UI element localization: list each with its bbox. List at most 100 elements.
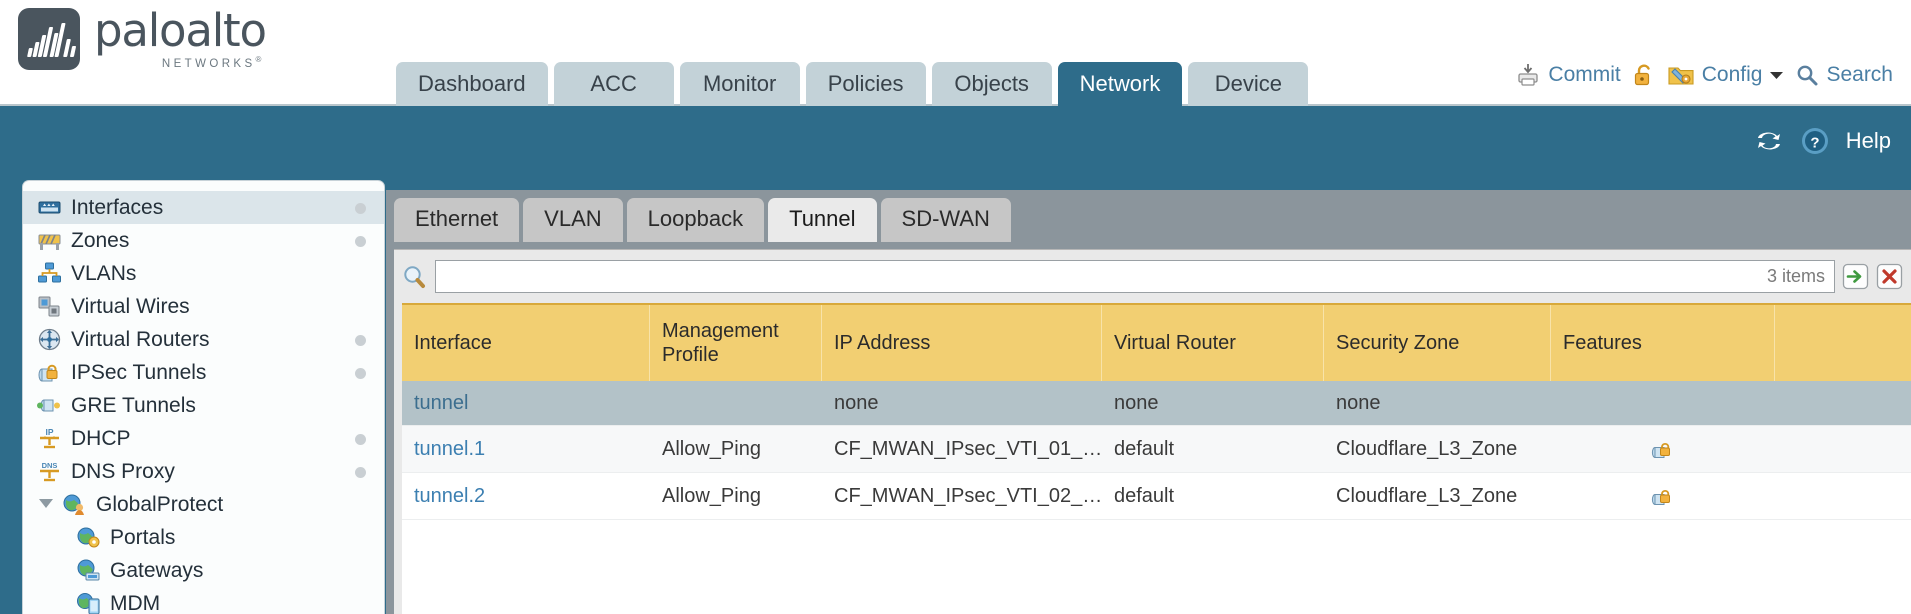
subtab-loopback[interactable]: Loopback xyxy=(626,198,765,242)
apply-filter-icon[interactable] xyxy=(1842,263,1869,290)
cell-interface[interactable]: tunnel.1 xyxy=(414,438,486,460)
status-dot xyxy=(355,467,366,478)
filter-row: 3 items xyxy=(394,250,1911,296)
cell-interface[interactable]: tunnel xyxy=(414,392,469,414)
commit-button[interactable]: Commit xyxy=(1515,62,1621,88)
sidebar-item-virtual-wires[interactable]: Virtual Wires xyxy=(23,290,384,323)
column-header[interactable]: Virtual Router xyxy=(1102,305,1324,381)
cell-virtual-router: default xyxy=(1114,485,1175,507)
clear-filter-icon[interactable] xyxy=(1876,263,1903,290)
brand-subname: NETWORKS® xyxy=(161,55,265,70)
sidebar-item-portals[interactable]: Portals xyxy=(23,521,384,554)
tab-objects[interactable]: Objects xyxy=(931,62,1052,108)
globalprotect-icon xyxy=(62,492,87,517)
svg-text:DNS: DNS xyxy=(42,461,58,470)
expand-caret-icon[interactable] xyxy=(39,499,53,508)
cell-virtual-router: none xyxy=(1114,392,1159,414)
sidebar-item-label: Portals xyxy=(110,525,176,549)
subtab-tunnel[interactable]: Tunnel xyxy=(768,198,877,242)
cell-management-profile: Allow_Ping xyxy=(662,485,761,507)
table-row[interactable]: tunnel.1 Allow_Ping CF_MWAN_IPsec_VTI_01_…… xyxy=(402,426,1911,473)
tab-policies[interactable]: Policies xyxy=(805,62,926,108)
tab-monitor[interactable]: Monitor xyxy=(679,62,800,108)
cell-security-zone: Cloudflare_L3_Zone xyxy=(1336,438,1518,460)
subtab-sdwan[interactable]: SD-WAN xyxy=(880,198,1011,242)
cell-interface[interactable]: tunnel.2 xyxy=(414,485,486,507)
subtab-vlan[interactable]: VLAN xyxy=(523,198,623,242)
cell-management-profile: Allow_Ping xyxy=(662,438,761,460)
vlans-icon xyxy=(37,261,62,286)
column-header[interactable]: Features xyxy=(1551,305,1775,381)
status-dot xyxy=(355,335,366,346)
help-label[interactable]: Help xyxy=(1845,128,1891,153)
column-header[interactable]: Security Zone xyxy=(1324,305,1551,381)
tab-dashboard[interactable]: Dashboard xyxy=(396,62,548,108)
virtual-wires-icon xyxy=(37,294,62,319)
sidebar-item-label: GlobalProtect xyxy=(96,492,224,516)
mdm-icon xyxy=(76,591,101,614)
help-icon[interactable]: ? xyxy=(1800,126,1830,156)
ipsec-tunnels-icon xyxy=(37,360,62,385)
items-count: 3 items xyxy=(1766,266,1825,286)
sidebar-item-label: GRE Tunnels xyxy=(71,393,196,417)
sidebar-item-label: Zones xyxy=(71,228,130,252)
cell-security-zone: Cloudflare_L3_Zone xyxy=(1336,485,1518,507)
cell-features xyxy=(1551,473,1775,519)
sidebar-item-virtual-routers[interactable]: Virtual Routers xyxy=(23,323,384,356)
brand-name: paloalto xyxy=(94,4,267,58)
brand-logo[interactable]: paloalto NETWORKS® xyxy=(18,4,267,70)
gateways-icon xyxy=(76,558,101,583)
tab-acc[interactable]: ACC xyxy=(553,62,674,108)
tab-device[interactable]: Device xyxy=(1188,62,1309,108)
sidebar-item-label: Virtual Routers xyxy=(71,327,210,351)
cell-spacer xyxy=(1775,426,1911,472)
subtab-ethernet[interactable]: Ethernet xyxy=(394,198,520,242)
status-dot xyxy=(355,203,366,214)
cell-management-profile xyxy=(650,381,822,425)
svg-text:IP: IP xyxy=(45,427,53,437)
search-button[interactable]: Search xyxy=(1795,63,1893,87)
sidebar-item-globalprotect[interactable]: GlobalProtect xyxy=(23,488,384,521)
ipsec-tunnel-icon xyxy=(1650,484,1676,508)
config-button[interactable]: Config xyxy=(1667,62,1785,88)
sidebar-item-vlans[interactable]: VLANs xyxy=(23,257,384,290)
dhcp-icon: IP xyxy=(37,426,62,451)
commit-label: Commit xyxy=(1548,63,1621,86)
cell-ip-address: CF_MWAN_IPsec_VTI_02_… xyxy=(834,485,1102,507)
portals-icon xyxy=(76,525,101,550)
sidebar-item-zones[interactable]: Zones xyxy=(23,224,384,257)
cell-ip-address: CF_MWAN_IPsec_VTI_01_… xyxy=(834,438,1102,460)
column-header[interactable]: Interface xyxy=(402,305,650,381)
table-row[interactable]: tunnel.2 Allow_Ping CF_MWAN_IPsec_VTI_02_…… xyxy=(402,473,1911,520)
column-header[interactable] xyxy=(1775,305,1911,381)
sidebar-item-mdm[interactable]: MDM xyxy=(23,587,384,614)
ipsec-tunnel-icon xyxy=(1650,437,1676,461)
search-icon[interactable] xyxy=(402,264,428,290)
search-label: Search xyxy=(1826,63,1893,86)
search-input[interactable]: 3 items xyxy=(435,260,1835,293)
sidebar-item-label: Interfaces xyxy=(71,195,164,219)
svg-text:?: ? xyxy=(1810,135,1819,152)
lock-icon[interactable] xyxy=(1632,62,1656,88)
refresh-icon[interactable] xyxy=(1754,128,1784,154)
search-icon xyxy=(1795,63,1819,87)
sidebar-item-ipsec-tunnels[interactable]: IPSec Tunnels xyxy=(23,356,384,389)
header-actions: Commit Config xyxy=(1515,62,1893,88)
column-header[interactable]: IP Address xyxy=(822,305,1102,381)
sidebar-item-interfaces[interactable]: Interfaces xyxy=(23,191,384,224)
sidebar-item-gateways[interactable]: Gateways xyxy=(23,554,384,587)
column-header[interactable]: Management Profile xyxy=(650,305,822,381)
commit-icon xyxy=(1515,62,1541,88)
sidebar-item-gre-tunnels[interactable]: GRE Tunnels xyxy=(23,389,384,422)
tab-network[interactable]: Network xyxy=(1057,62,1183,108)
cell-features xyxy=(1551,426,1775,472)
sidebar-item-label: IPSec Tunnels xyxy=(71,360,207,384)
